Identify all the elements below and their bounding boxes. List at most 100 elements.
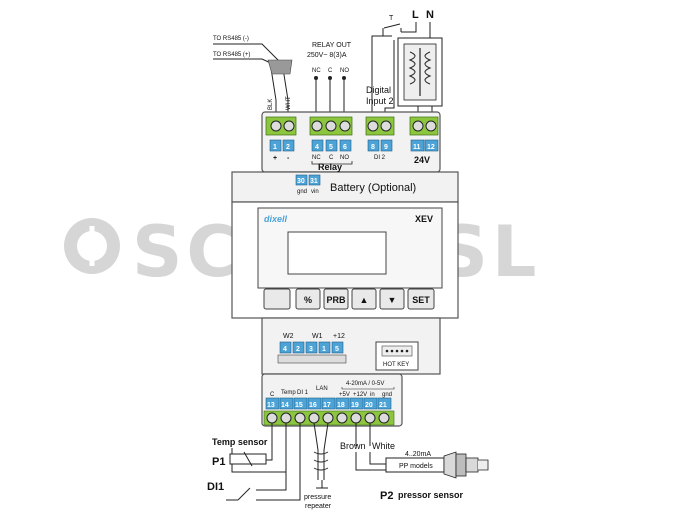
wire-blk-label: BLK: [268, 99, 274, 110]
bottom-terminal-21: 21: [379, 402, 387, 409]
bottom-terminal-19: 19: [351, 402, 359, 409]
pp-models-label: PP models: [399, 463, 433, 470]
brown-label: Brown: [340, 441, 366, 451]
top-terminal-9: 9: [384, 144, 388, 151]
down-key[interactable]: [379, 288, 405, 310]
terminal-plus-sign: +: [273, 155, 277, 162]
top-relay-nc: NC: [312, 155, 321, 161]
mid-terminal-3: 3: [309, 346, 313, 353]
di1-switch-icon: [237, 487, 251, 501]
pressure-repeater-line2: repeater: [305, 503, 332, 510]
up-arrow-icon: ▲: [360, 295, 369, 305]
brown-wire: [355, 452, 386, 471]
di1-wire-a: [256, 423, 301, 501]
di1-label: DI1: [207, 481, 224, 493]
battery-gnd: gnd: [297, 189, 307, 195]
bottom-in-label: in: [370, 392, 375, 398]
battery-vin: vin: [311, 189, 319, 195]
temp-sensor-icon: [229, 451, 267, 467]
power-n: N: [426, 9, 434, 21]
white-wire: [369, 452, 386, 465]
digital-input-2-line1: Digital: [366, 85, 391, 95]
hotkey-socket[interactable]: HOT KEY: [375, 341, 419, 371]
switch-t-icon: [383, 23, 401, 29]
temp-sensor-label: Temp sensor: [212, 437, 268, 447]
top-terminal-2: 2: [286, 144, 290, 151]
keypad: % PRB ▲ ▼ SET: [263, 288, 435, 310]
mid-terminal-screws: [277, 354, 347, 364]
power-t: T: [389, 15, 394, 22]
bottom-terminal-screws: [263, 410, 395, 426]
digital-input-2-line2: Input 2: [366, 96, 394, 106]
relay-out-title: RELAY OUT: [312, 42, 352, 49]
temp-sensor-wire-b: [231, 423, 287, 473]
bottom-terminal-20: 20: [365, 402, 373, 409]
top-terminal-5: 5: [329, 144, 333, 151]
bottom-terminal-17: 17: [323, 402, 331, 409]
bottom-terminal-14: 14: [281, 402, 289, 409]
transformer-icon: [397, 37, 443, 107]
terminal-minus-sign: -: [287, 155, 290, 162]
schiessl-logo-icon: [64, 218, 120, 274]
set-key-label: SET: [412, 295, 430, 305]
mid-w1-label: W1: [312, 333, 323, 340]
top-terminal-4: 4: [315, 144, 319, 151]
relay-out-no: NO: [340, 68, 349, 74]
battery-terminal-30: 30: [297, 178, 305, 185]
di2-terminal-label: DI 2: [374, 155, 386, 161]
mid-terminal-5: 5: [335, 346, 339, 353]
battery-terminals: 30 31 gnd vin: [295, 174, 321, 195]
top-terminal-screws: [265, 116, 439, 136]
set-key[interactable]: [407, 288, 435, 310]
pressure-repeater-line1: pressure: [304, 494, 331, 501]
mid-terminal-numbers: 4 2 3 1 5: [279, 341, 344, 354]
down-arrow-icon: ▼: [388, 295, 397, 305]
model-label: XEV: [415, 214, 433, 224]
rs485-plus-label: TO RS485 (+): [213, 52, 250, 58]
pressor-sensor-label: pressor sensor: [398, 490, 464, 500]
bottom-gnd-label: gnd: [382, 392, 392, 398]
pressure-sensor-icon: [443, 451, 489, 479]
di2-wire-a: [371, 35, 392, 118]
top-terminal-1: 1: [273, 144, 277, 151]
prb-key-label: PRB: [326, 295, 346, 305]
percent-key[interactable]: [295, 288, 321, 310]
top-terminal-11: 11: [413, 144, 421, 151]
mid-p12-label: +12: [333, 333, 345, 340]
bottom-c-label: C: [270, 392, 275, 398]
prb-key[interactable]: [323, 288, 349, 310]
bottom-terminal-15: 15: [295, 402, 303, 409]
pressure-repeater-wire-b: [323, 422, 329, 480]
p2-label: P2: [380, 490, 393, 502]
power-l-wire: [401, 22, 417, 33]
blank-key[interactable]: [263, 288, 291, 310]
top-relay-c: C: [329, 155, 334, 161]
twisted-pair-icon: [313, 451, 329, 471]
lcd-screen: [287, 231, 387, 275]
bottom-range-label: 4-20mA / 0-5V: [346, 381, 384, 387]
top-relay-no: NO: [340, 155, 349, 161]
up-key[interactable]: [351, 288, 377, 310]
bottom-di1-label: DI 1: [297, 390, 309, 396]
top-terminal-6: 6: [343, 144, 347, 151]
relay-out-nc: NC: [312, 68, 321, 74]
bottom-terminal-18: 18: [337, 402, 345, 409]
bottom-terminal-16: 16: [309, 402, 317, 409]
relay-out-rating: 250V~ 8(3)A: [307, 52, 347, 59]
bottom-terminal-13: 13: [267, 402, 275, 409]
power-l: L: [412, 9, 419, 21]
battery-terminal-31: 31: [310, 178, 318, 185]
wire-wht-label: WHT: [286, 96, 292, 110]
top-terminal-12: 12: [427, 144, 435, 151]
bottom-temp-label: Temp: [281, 390, 296, 396]
relay-group-label: Relay: [318, 162, 342, 172]
pressure-repeater-wire-a: [313, 422, 319, 480]
brand-logo: dixell: [264, 214, 288, 224]
bottom-terminal-numbers: 13 14 15 16 17 18 19 20 21: [265, 397, 392, 410]
di2-wire-b: [384, 40, 395, 118]
di1-wire-b: [256, 472, 287, 491]
mid-terminal-2: 2: [296, 346, 300, 353]
rs485-wht-wire: [281, 61, 289, 116]
mid-terminal-1: 1: [322, 346, 326, 353]
